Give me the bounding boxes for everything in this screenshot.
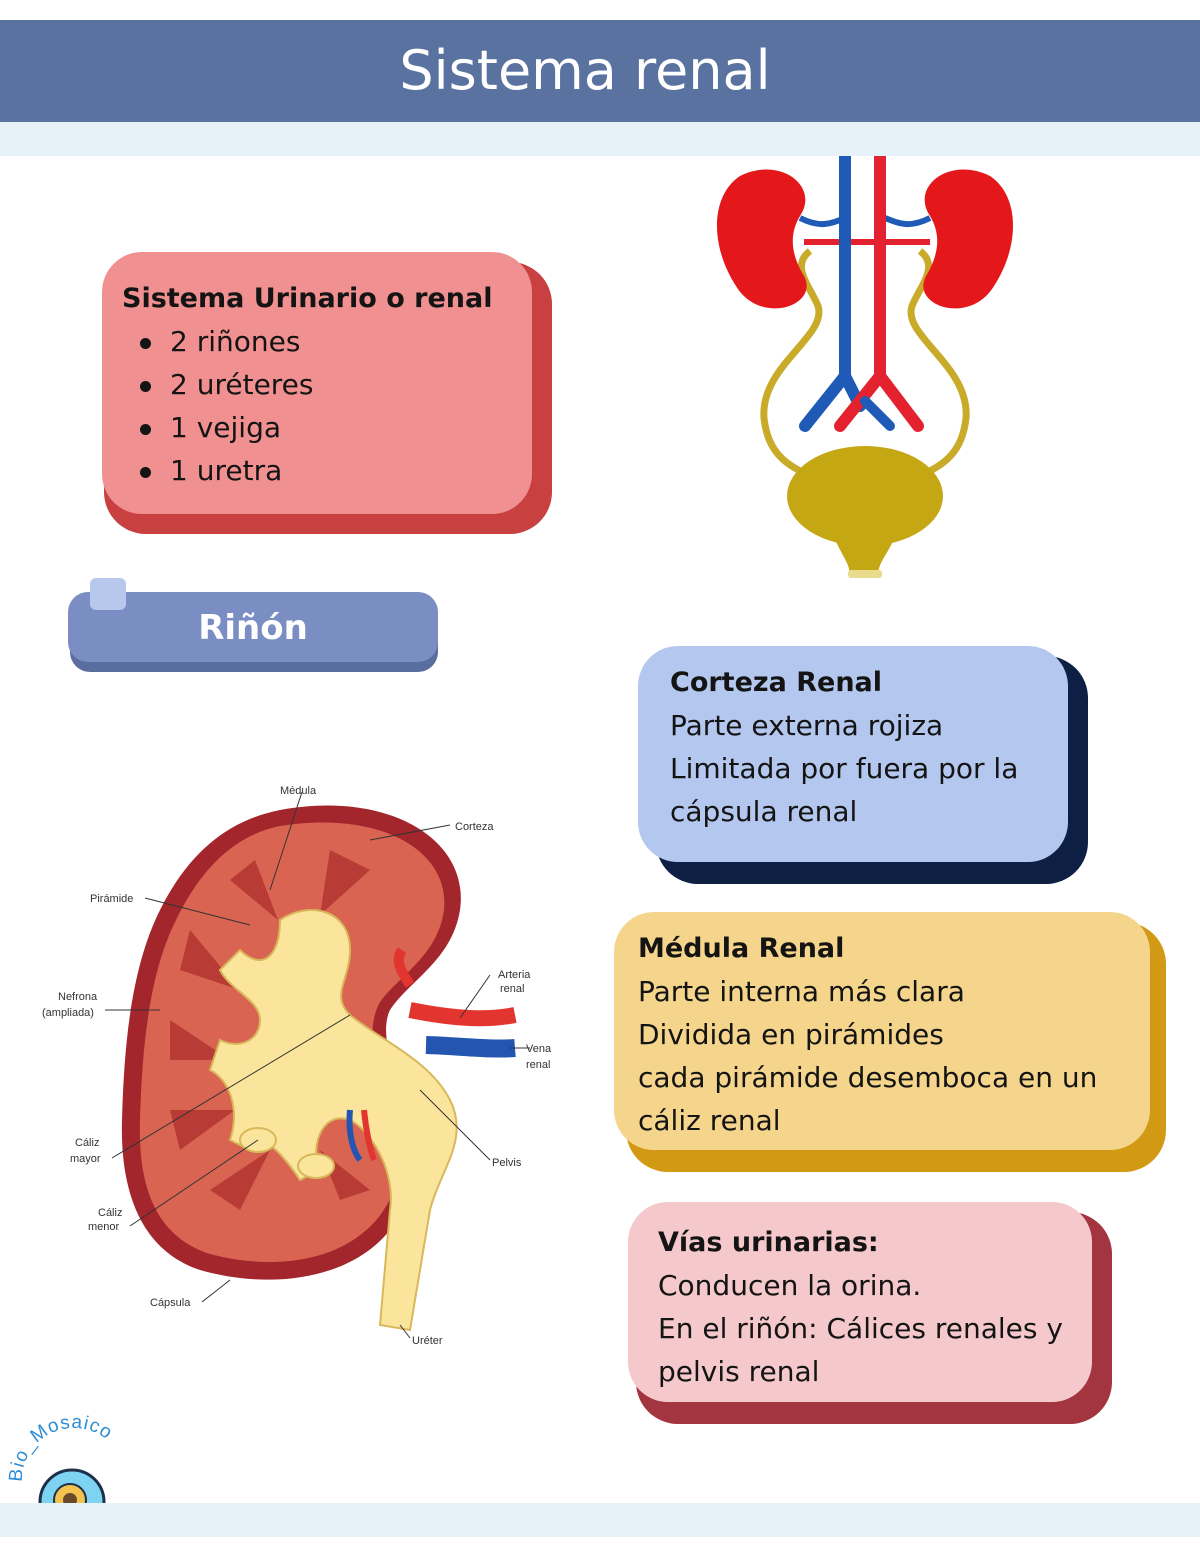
- kidney-cross-section-diagram: Médula Corteza Pirámide Arteria renal Ne…: [42, 785, 552, 1347]
- medula-card: Médula Renal Parte interna más clara Div…: [614, 912, 1150, 1150]
- urinary-card-title: Sistema Urinario o renal: [122, 283, 493, 314]
- medula-line: Parte interna más clara: [638, 975, 965, 1008]
- section-pill: [68, 592, 438, 662]
- vias-line: En el riñón: Cálices renales y: [658, 1312, 1063, 1345]
- label-caliz-menor-2: menor: [88, 1221, 120, 1233]
- label-caliz-menor-1: Cáliz: [98, 1207, 122, 1219]
- corteza-line: cápsula renal: [670, 795, 858, 828]
- label-vena-2: renal: [526, 1059, 550, 1071]
- label-medula: Médula: [280, 785, 317, 797]
- vias-line: pelvis renal: [658, 1355, 820, 1388]
- section-label-rinon: Riñón: [198, 608, 308, 648]
- header-bar: [0, 20, 1200, 122]
- medula-line: cáliz renal: [638, 1104, 781, 1137]
- corteza-line: Limitada por fuera por la: [670, 752, 1019, 785]
- header-band: [0, 122, 1200, 156]
- vias-line: Conducen la orina.: [658, 1269, 922, 1302]
- label-pelvis: Pelvis: [492, 1157, 522, 1169]
- label-vena-1: Vena: [526, 1043, 552, 1055]
- urinary-system-illustration: [716, 156, 1014, 578]
- list-item: 1 uretra: [140, 449, 532, 492]
- vias-card: Vías urinarias: Conducen la orina. En el…: [628, 1202, 1092, 1402]
- label-nefrona-2: (ampliada): [42, 1007, 94, 1019]
- corteza-card-title: Corteza Renal: [670, 667, 883, 698]
- urinary-list: 2 riñones 2 uréteres 1 vejiga 1 uretra: [122, 320, 532, 492]
- label-capsula: Cápsula: [150, 1297, 191, 1309]
- corteza-line: Parte externa rojiza: [670, 709, 944, 742]
- label-piramide: Pirámide: [90, 893, 133, 905]
- label-nefrona-1: Nefrona: [58, 991, 98, 1003]
- medula-line: cada pirámide desemboca en un: [638, 1061, 1098, 1094]
- label-arteria-2: renal: [500, 983, 524, 995]
- list-item: 2 riñones: [140, 320, 532, 363]
- page-title: Sistema renal: [399, 39, 771, 102]
- medula-card-title: Médula Renal: [638, 933, 845, 964]
- footer-band: [0, 1503, 1200, 1537]
- label-corteza: Corteza: [455, 821, 494, 833]
- label-ureter: Uréter: [412, 1335, 443, 1347]
- medula-line: Dividida en pirámides: [638, 1018, 944, 1051]
- label-caliz-mayor-2: mayor: [70, 1153, 101, 1165]
- label-arteria-1: Arteria: [498, 969, 531, 981]
- corteza-card: Corteza Renal Parte externa rojiza Limit…: [638, 646, 1068, 862]
- label-caliz-mayor-1: Cáliz: [75, 1137, 99, 1149]
- urinary-card: Sistema Urinario o renal 2 riñones 2 uré…: [102, 252, 532, 514]
- pill-tab: [90, 578, 126, 610]
- list-item: 1 vejiga: [140, 406, 532, 449]
- list-item: 2 uréteres: [140, 363, 532, 406]
- vias-card-title: Vías urinarias:: [658, 1227, 879, 1258]
